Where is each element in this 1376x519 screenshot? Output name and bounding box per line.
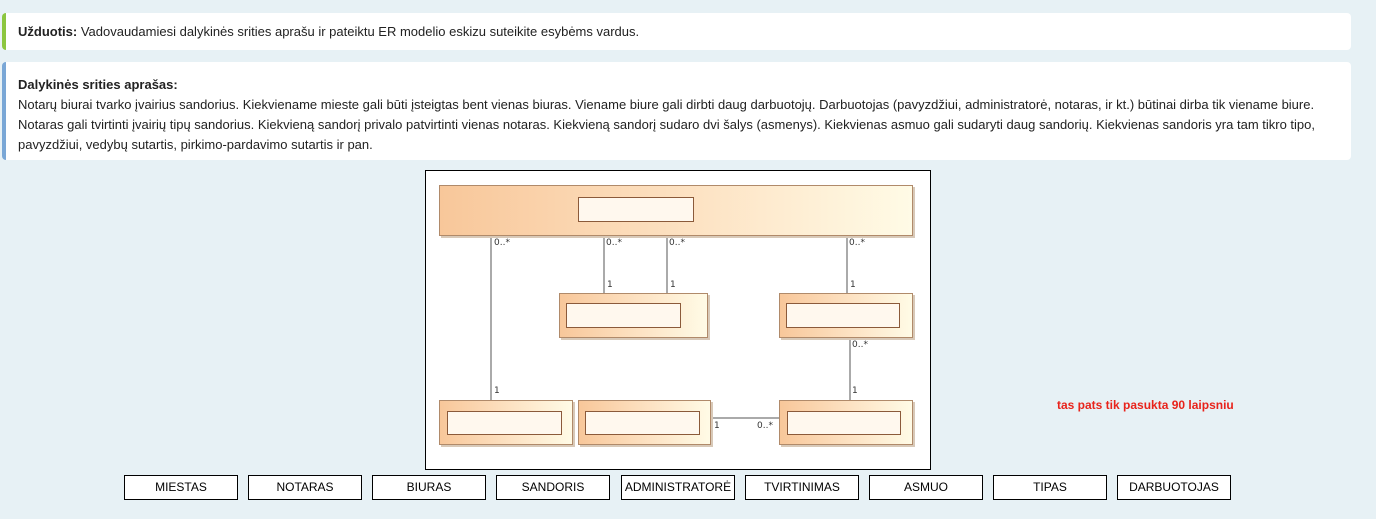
entity-middle-right-name-field[interactable] bbox=[786, 303, 900, 328]
relationship-lines bbox=[490, 236, 851, 419]
entity-top bbox=[439, 185, 913, 236]
description-title: Dalykinės srities aprašas: bbox=[18, 77, 178, 92]
multiplicity-label: 1 bbox=[850, 280, 856, 290]
option-tipas[interactable]: TIPAS bbox=[993, 475, 1107, 500]
option-asmuo[interactable]: ASMUO bbox=[869, 475, 983, 500]
multiplicity-label: 1 bbox=[714, 421, 720, 431]
description-text: Notarų biurai tvarko įvairius sandorius.… bbox=[18, 97, 1316, 152]
entity-top-name-field[interactable] bbox=[578, 197, 694, 222]
entity-middle-left-name-field[interactable] bbox=[566, 303, 681, 328]
multiplicity-label: 1 bbox=[670, 280, 676, 290]
entity-bottom-right bbox=[779, 400, 913, 445]
multiplicity-label: 0..* bbox=[757, 421, 773, 431]
entity-bottom-left-name-field[interactable] bbox=[447, 411, 562, 435]
option-administratore[interactable]: ADMINISTRATORĖ bbox=[621, 475, 735, 500]
entity-bottom-middle-name-field[interactable] bbox=[585, 411, 700, 435]
option-sandoris[interactable]: SANDORIS bbox=[496, 475, 610, 500]
multiplicity-label: 0..* bbox=[849, 238, 865, 248]
multiplicity-label: 1 bbox=[852, 386, 858, 396]
description-panel: Dalykinės srities aprašas: Notarų biurai… bbox=[2, 62, 1351, 160]
entity-bottom-left bbox=[439, 400, 573, 445]
multiplicity-label: 0..* bbox=[494, 238, 510, 248]
task-panel: Užduotis: Vadovaudamiesi dalykinės sriti… bbox=[2, 13, 1351, 50]
er-diagram: 0..* 0..* 0..* 0..* 1 1 1 0..* 1 1 1 0..… bbox=[425, 170, 931, 470]
multiplicity-label: 0..* bbox=[606, 238, 622, 248]
multiplicity-label: 1 bbox=[494, 386, 500, 396]
option-biuras[interactable]: BIURAS bbox=[372, 475, 486, 500]
option-miestas[interactable]: MIESTAS bbox=[124, 475, 238, 500]
option-darbuotojas[interactable]: DARBUOTOJAS bbox=[1117, 475, 1231, 500]
multiplicity-label: 0..* bbox=[669, 238, 685, 248]
hint-note: tas pats tik pasukta 90 laipsniu bbox=[1057, 398, 1234, 412]
multiplicity-label: 0..* bbox=[852, 340, 868, 350]
entity-middle-right bbox=[779, 293, 913, 338]
option-tvirtinimas[interactable]: TVIRTINIMAS bbox=[745, 475, 859, 500]
entity-middle-left bbox=[559, 293, 708, 338]
task-text: Vadovaudamiesi dalykinės srities aprašu … bbox=[77, 24, 640, 39]
option-notaras[interactable]: NOTARAS bbox=[248, 475, 362, 500]
entity-bottom-middle bbox=[578, 400, 711, 445]
task-label: Užduotis: bbox=[18, 24, 78, 39]
entity-bottom-right-name-field[interactable] bbox=[787, 411, 901, 435]
multiplicity-label: 1 bbox=[607, 280, 613, 290]
